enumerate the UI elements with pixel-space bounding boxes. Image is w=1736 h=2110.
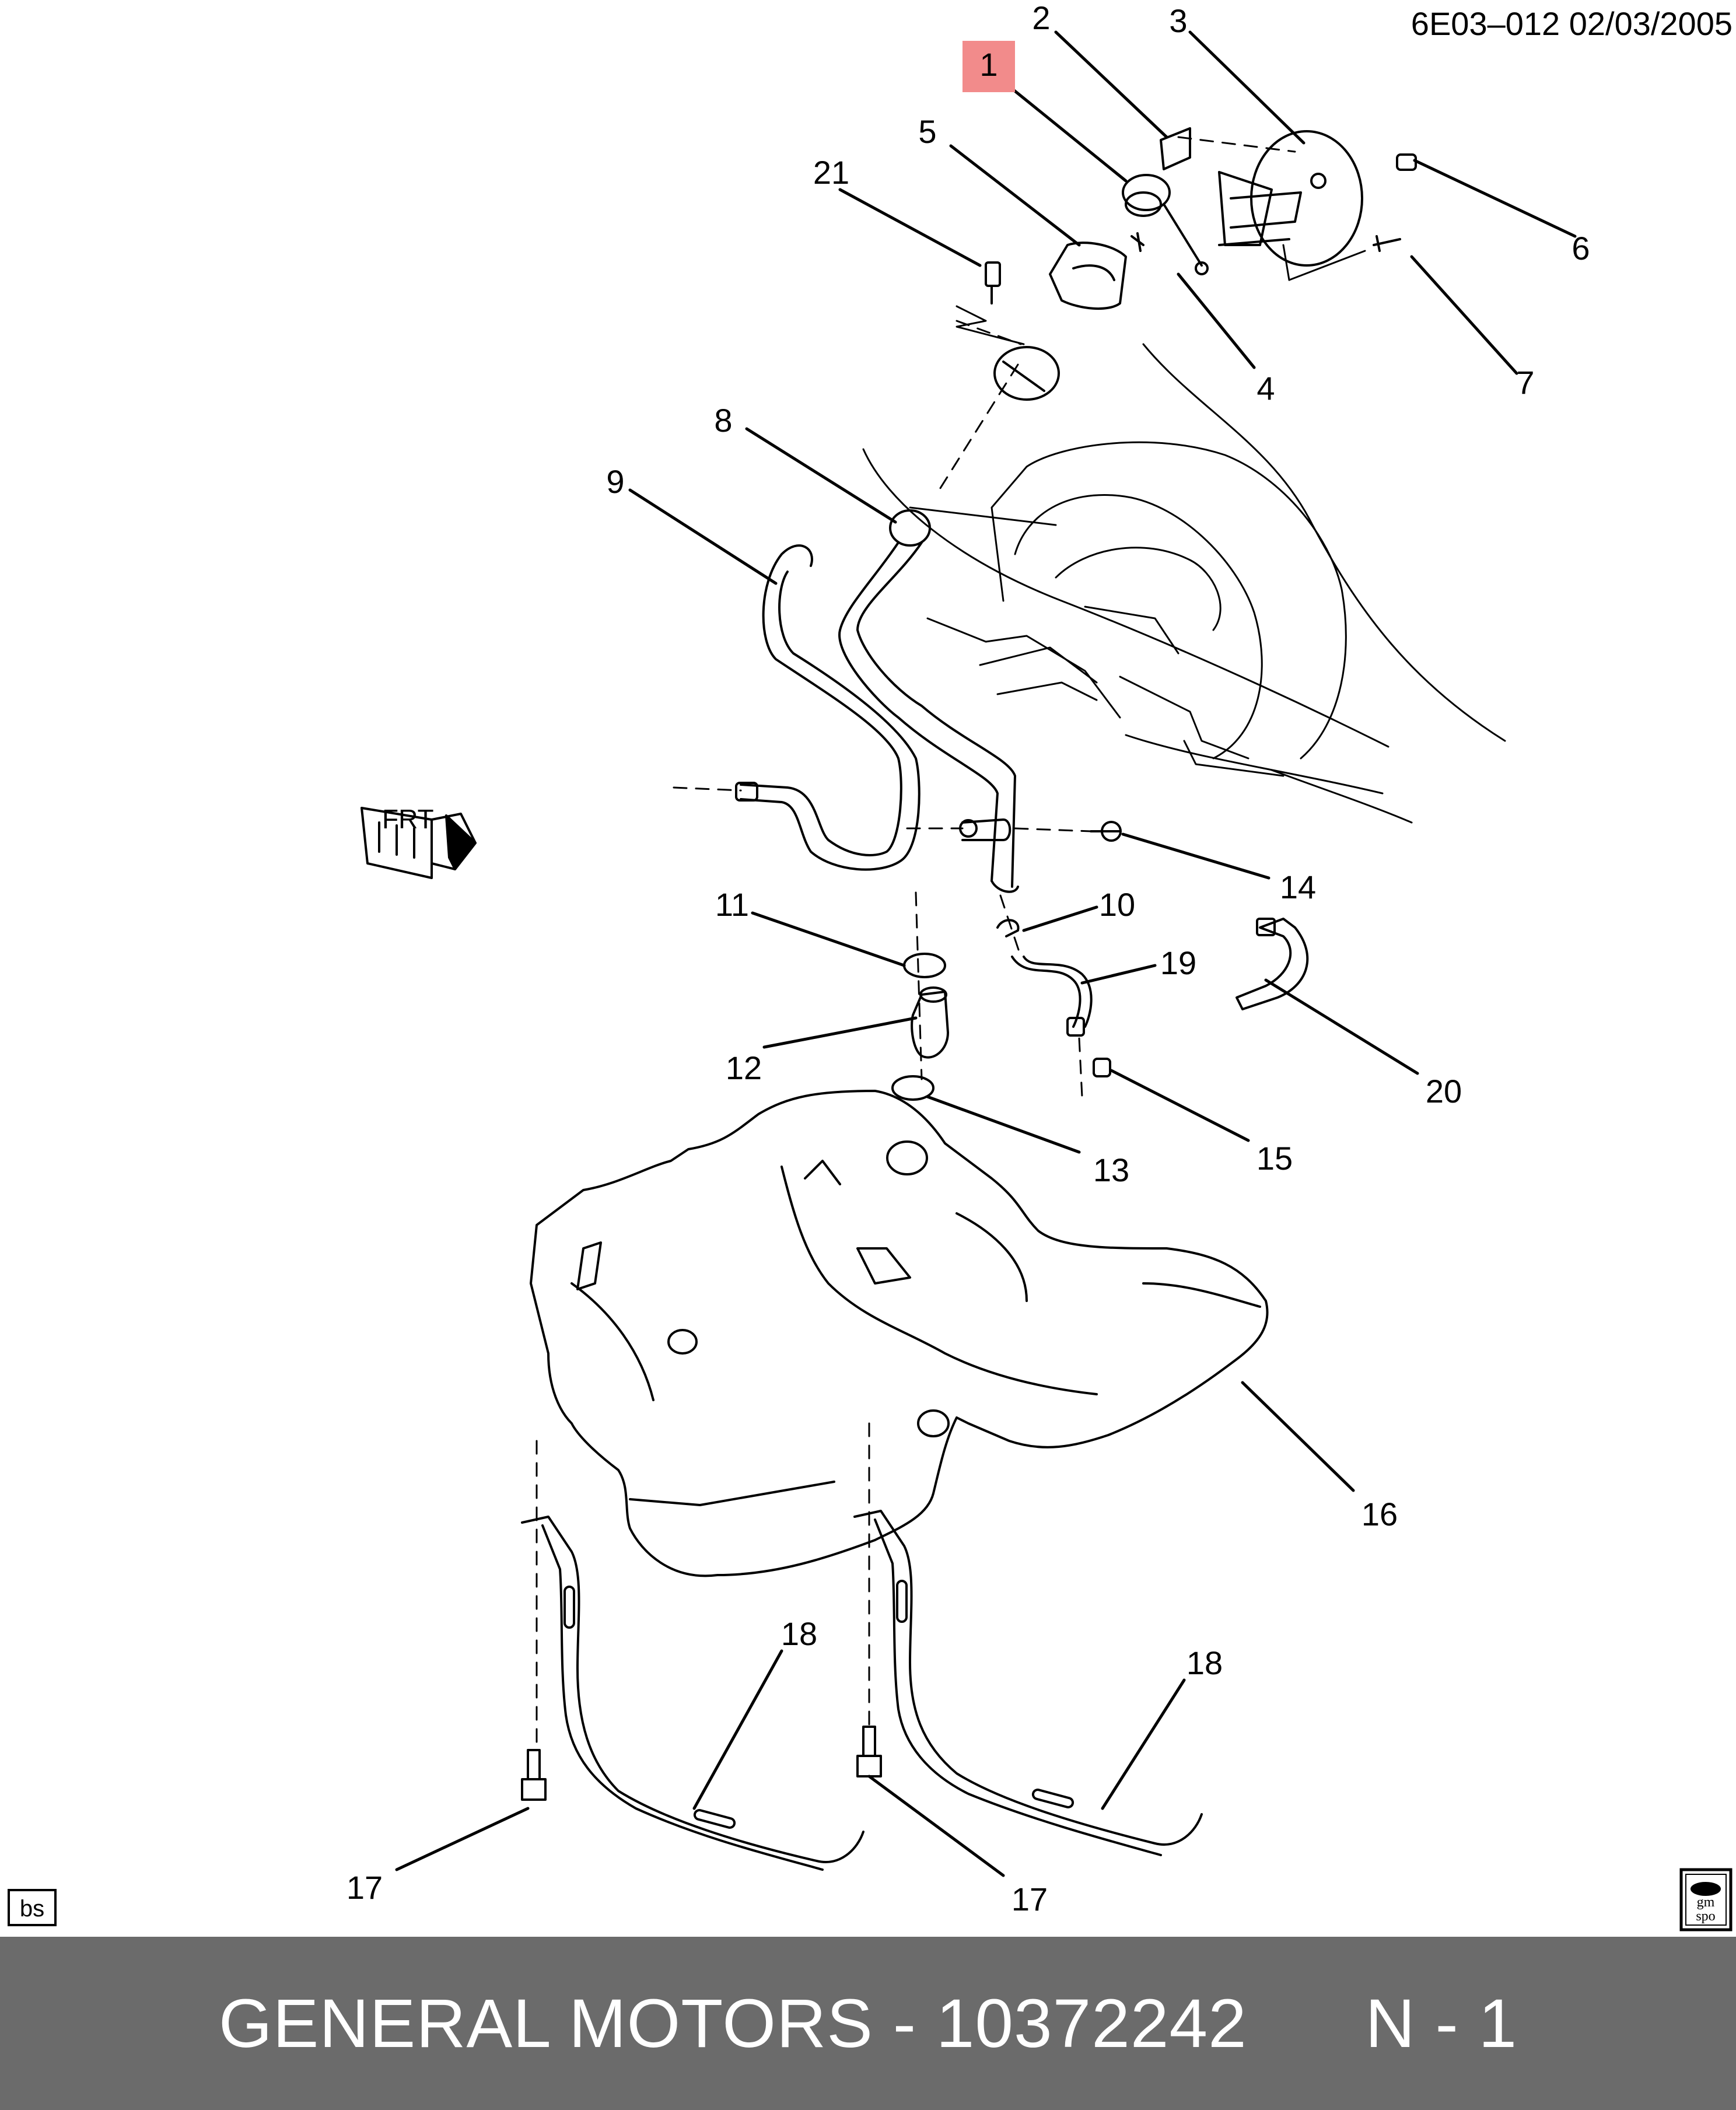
leader-lines (395, 30, 1577, 1877)
strap-bolt-right (856, 1726, 882, 1777)
callout-6: 6 (1572, 230, 1590, 267)
gm-spo-logo: gm spo (1679, 1868, 1732, 1931)
callout-10: 10 (1099, 886, 1135, 923)
callout-16: 16 (1362, 1496, 1398, 1532)
callout-12: 12 (726, 1049, 762, 1086)
callout-1: 1 (979, 46, 998, 83)
callout-19: 19 (1160, 944, 1196, 981)
callout-15: 15 (1256, 1140, 1293, 1177)
fitting-part (1093, 1058, 1111, 1077)
callout-17-right: 17 (1012, 1881, 1048, 1917)
bumper-part (1396, 153, 1417, 171)
callout-11: 11 (715, 886, 749, 923)
small-screw (1130, 232, 1144, 252)
connector-hose (911, 986, 949, 1059)
drawing-reference: 6E03–012 02/03/2005 (1411, 5, 1732, 42)
footer-banner: GENERAL MOTORS - 10372242 N - 1 (0, 1937, 1736, 2110)
callout-18-left: 18 (781, 1615, 817, 1652)
spo-logo-text: spo (1696, 1909, 1715, 1924)
fuel-label (1160, 127, 1191, 170)
assembly-centerlines (536, 136, 1296, 1751)
clip-part (985, 261, 1001, 305)
strap-bracket (1236, 918, 1309, 1010)
fuel-door (1218, 130, 1363, 267)
hose-clamp-small (996, 919, 1020, 937)
callout-8: 8 (714, 402, 732, 439)
callout-18-right: 18 (1186, 1644, 1223, 1681)
highlight-box (963, 41, 1015, 92)
fuel-cap (1122, 174, 1209, 275)
filler-housing (993, 242, 1127, 401)
tank-strap-right (853, 1510, 1203, 1856)
fuel-tank (530, 1090, 1269, 1577)
callout-2: 2 (1032, 0, 1050, 36)
vehicle-body-outline (862, 343, 1506, 824)
callout-17-left: 17 (346, 1869, 383, 1906)
callout-7: 7 (1516, 364, 1534, 401)
tank-strap-left (521, 1516, 864, 1871)
front-label: FRT (382, 804, 434, 834)
callout-4: 4 (1256, 370, 1275, 407)
callout-labels: 1 2 3 21 5 6 4 7 8 9 14 11 10 19 20 12 1… (346, 0, 1590, 1917)
callout-9: 9 (606, 463, 624, 500)
callout-21: 21 (813, 154, 849, 191)
gm-logo-text: gm (1697, 1895, 1715, 1910)
filler-pipe (838, 509, 1019, 893)
callout-13: 13 (1093, 1152, 1129, 1188)
hose-clamp-upper (903, 953, 946, 978)
short-hose (1011, 956, 1093, 1037)
vent-hose (735, 544, 921, 871)
front-direction-arrow (360, 807, 477, 879)
screw-part (1373, 235, 1401, 252)
strap-bolt-left (521, 1749, 547, 1801)
footer-part-number: GENERAL MOTORS - 10372242 N - 1 (218, 1985, 1518, 2062)
callout-20: 20 (1426, 1073, 1462, 1110)
corner-badge-left-label: bs (20, 1896, 44, 1922)
callout-14: 14 (1280, 869, 1316, 905)
hose-clamp-lower (891, 1075, 935, 1101)
callout-5: 5 (918, 113, 936, 150)
assembly-connectors (909, 244, 1366, 526)
callout-3: 3 (1169, 2, 1187, 39)
corner-badge-left: bs (8, 1889, 57, 1926)
parts-diagram: FRT 6E03–012 02/03/2005 1 2 3 21 5 6 4 7… (8, 0, 1732, 1931)
